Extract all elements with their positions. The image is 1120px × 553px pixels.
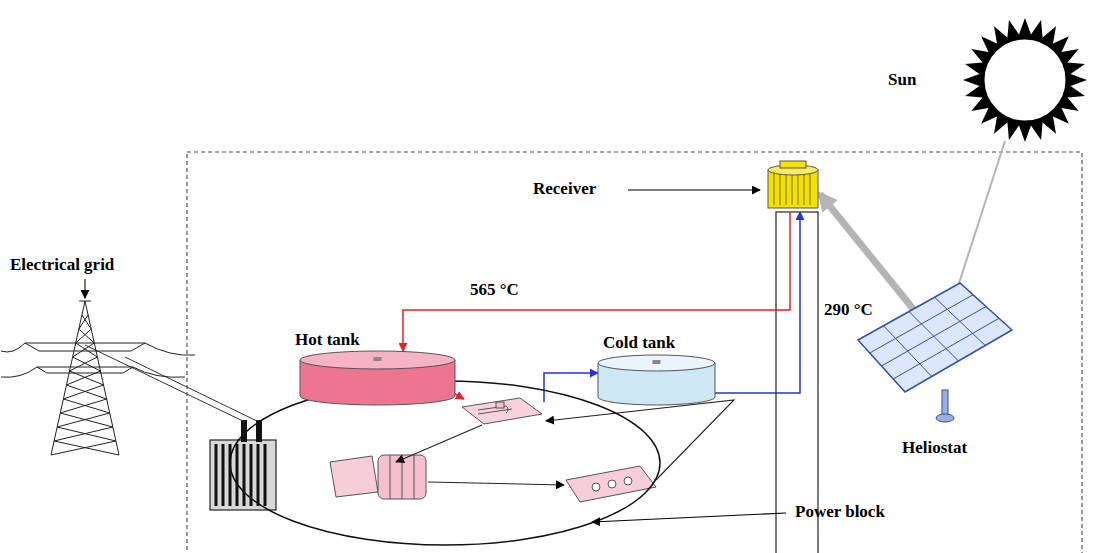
flow-connector — [403, 212, 790, 351]
pylon-arms — [25, 343, 145, 373]
cycle-flow — [396, 400, 734, 485]
pylon-brace — [70, 357, 101, 371]
leader-line — [84, 279, 85, 298]
power-wires — [1, 343, 195, 377]
flow-connector — [455, 394, 464, 399]
receiver-body — [768, 170, 818, 208]
leader-line — [592, 513, 786, 522]
heliostat-pole — [942, 390, 948, 416]
mirror-panel — [858, 283, 1012, 392]
tank-top — [300, 351, 455, 369]
receiver-tube — [804, 173, 805, 205]
hot-tank-node: Hot tank — [285, 330, 465, 410]
sun-disc — [983, 38, 1067, 122]
tank-vent — [374, 357, 382, 361]
pylon-brace — [79, 315, 91, 329]
receiver-tube — [792, 173, 793, 205]
sun-label: Sun — [888, 70, 916, 90]
receiver-tube — [780, 173, 781, 205]
tower — [776, 212, 818, 553]
heliostat-node: Heliostat — [850, 278, 1020, 468]
transformer-stripe — [257, 444, 260, 506]
turbine-generator — [330, 455, 426, 499]
tank-vent — [653, 360, 661, 364]
heliostat-base — [936, 414, 954, 422]
pylon-brace — [63, 385, 106, 399]
cold-tank-label: Cold tank — [603, 333, 675, 353]
transformer-stripe — [243, 444, 246, 506]
grid-label: Electrical grid — [10, 255, 114, 275]
tank-top — [598, 355, 715, 371]
pylon-brace — [73, 343, 98, 357]
pylon-legs — [51, 301, 119, 455]
plant-boundary — [187, 152, 1082, 553]
sun-rays — [963, 18, 1087, 142]
temperature-label: 565 °C — [468, 280, 521, 300]
receiver-cap — [780, 161, 806, 168]
receiver-tube — [810, 173, 811, 205]
power-block-outline — [230, 381, 660, 545]
receiver-label: Receiver — [533, 179, 596, 199]
pylon-brace — [76, 329, 95, 343]
edge-label-holder: 290 °C — [822, 300, 875, 320]
transformer — [125, 357, 276, 510]
flow-connector — [715, 212, 800, 393]
pylon-brace — [60, 399, 109, 413]
transformer-stripe — [222, 444, 225, 506]
heliostat-label: Heliostat — [902, 438, 967, 458]
mirror-grid — [893, 297, 999, 379]
temperature-label: 290 °C — [822, 300, 875, 320]
mirror-grid — [882, 307, 987, 367]
receiver-node: Receiver — [528, 160, 824, 220]
edge-label-holder: 565 °C — [468, 280, 521, 300]
sun-node: Sun — [880, 15, 1100, 150]
grid-shape — [5, 255, 205, 460]
transformer-stripe — [264, 444, 267, 506]
cold-tank-node: Cold tank — [595, 333, 725, 411]
pylon-brace — [57, 413, 113, 427]
pylon-brace — [51, 441, 119, 455]
condenser — [566, 466, 656, 502]
receiver-tube — [786, 173, 787, 205]
transformer-stripe — [236, 444, 239, 506]
grid-node: Electrical grid — [5, 255, 205, 460]
receiver-tube — [774, 173, 775, 205]
power-block-label: Power block — [795, 502, 885, 522]
flow-connector — [544, 373, 598, 402]
pylon-brace — [54, 427, 116, 441]
leader-line — [628, 189, 760, 190]
heat-exchanger — [462, 398, 542, 424]
hot-tank-label: Hot tank — [295, 330, 360, 350]
transformer-stripe — [215, 444, 218, 506]
receiver-tube — [798, 173, 799, 205]
